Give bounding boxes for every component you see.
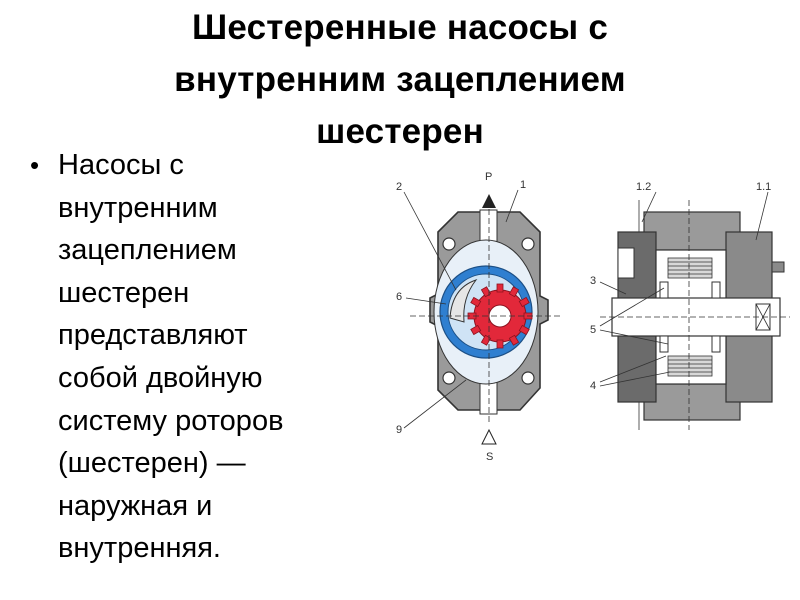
bullet-text: Насосы с внутренним зацеплением шестерен… <box>58 144 283 570</box>
slide-title: Шестеренные насосы с внутренним зацеплен… <box>40 2 760 158</box>
bullet-line: внутренним <box>58 191 218 224</box>
label-4: 4 <box>590 380 596 392</box>
gear-pump-diagram: P S 1 2 6 9 <box>396 171 790 463</box>
bullet-line: зацеплением <box>58 234 237 267</box>
label-6: 6 <box>396 291 402 303</box>
label-1: 1 <box>520 179 526 191</box>
crescent-separator <box>449 279 478 323</box>
label-9: 9 <box>396 424 402 436</box>
bullet-line: внутренняя. <box>58 532 221 565</box>
title-line: Шестеренные насосы с <box>192 8 608 47</box>
suction-channel <box>479 379 498 415</box>
bolt-holes <box>442 237 535 385</box>
label-2: 2 <box>396 181 402 193</box>
title-line: шестерен <box>316 112 484 151</box>
bullet-line: шестерен <box>58 276 190 309</box>
title-line: внутренним зацеплением <box>174 60 626 99</box>
side-view: 1.2 1.1 3 5 4 <box>590 181 790 430</box>
label-1-2: 1.2 <box>636 181 651 193</box>
side-top-block <box>643 211 741 251</box>
bullet-line: представляют <box>58 319 248 352</box>
bullet-line: Насосы с <box>58 149 184 181</box>
side-right-step <box>771 261 785 273</box>
bullet-line: (шестерен) — <box>58 447 246 480</box>
side-gear-stack <box>667 257 713 377</box>
side-left-port <box>617 247 635 279</box>
side-bottom-block <box>643 383 741 421</box>
bullet-line: систему роторов <box>58 404 284 437</box>
label-5: 5 <box>590 324 596 336</box>
bullet-marker: • <box>30 150 40 180</box>
front-view: P S 1 2 6 9 <box>396 171 560 463</box>
label-1-1: 1.1 <box>756 181 771 193</box>
bullet-line: наружная и <box>58 489 213 522</box>
bullet-line: собой двойную <box>58 361 263 394</box>
label-p: P <box>485 171 492 183</box>
label-3: 3 <box>590 275 596 287</box>
pressure-arrow-icon <box>482 194 496 208</box>
suction-arrow-icon <box>481 428 497 445</box>
pressure-channel <box>479 209 498 243</box>
label-s: S <box>486 451 493 463</box>
